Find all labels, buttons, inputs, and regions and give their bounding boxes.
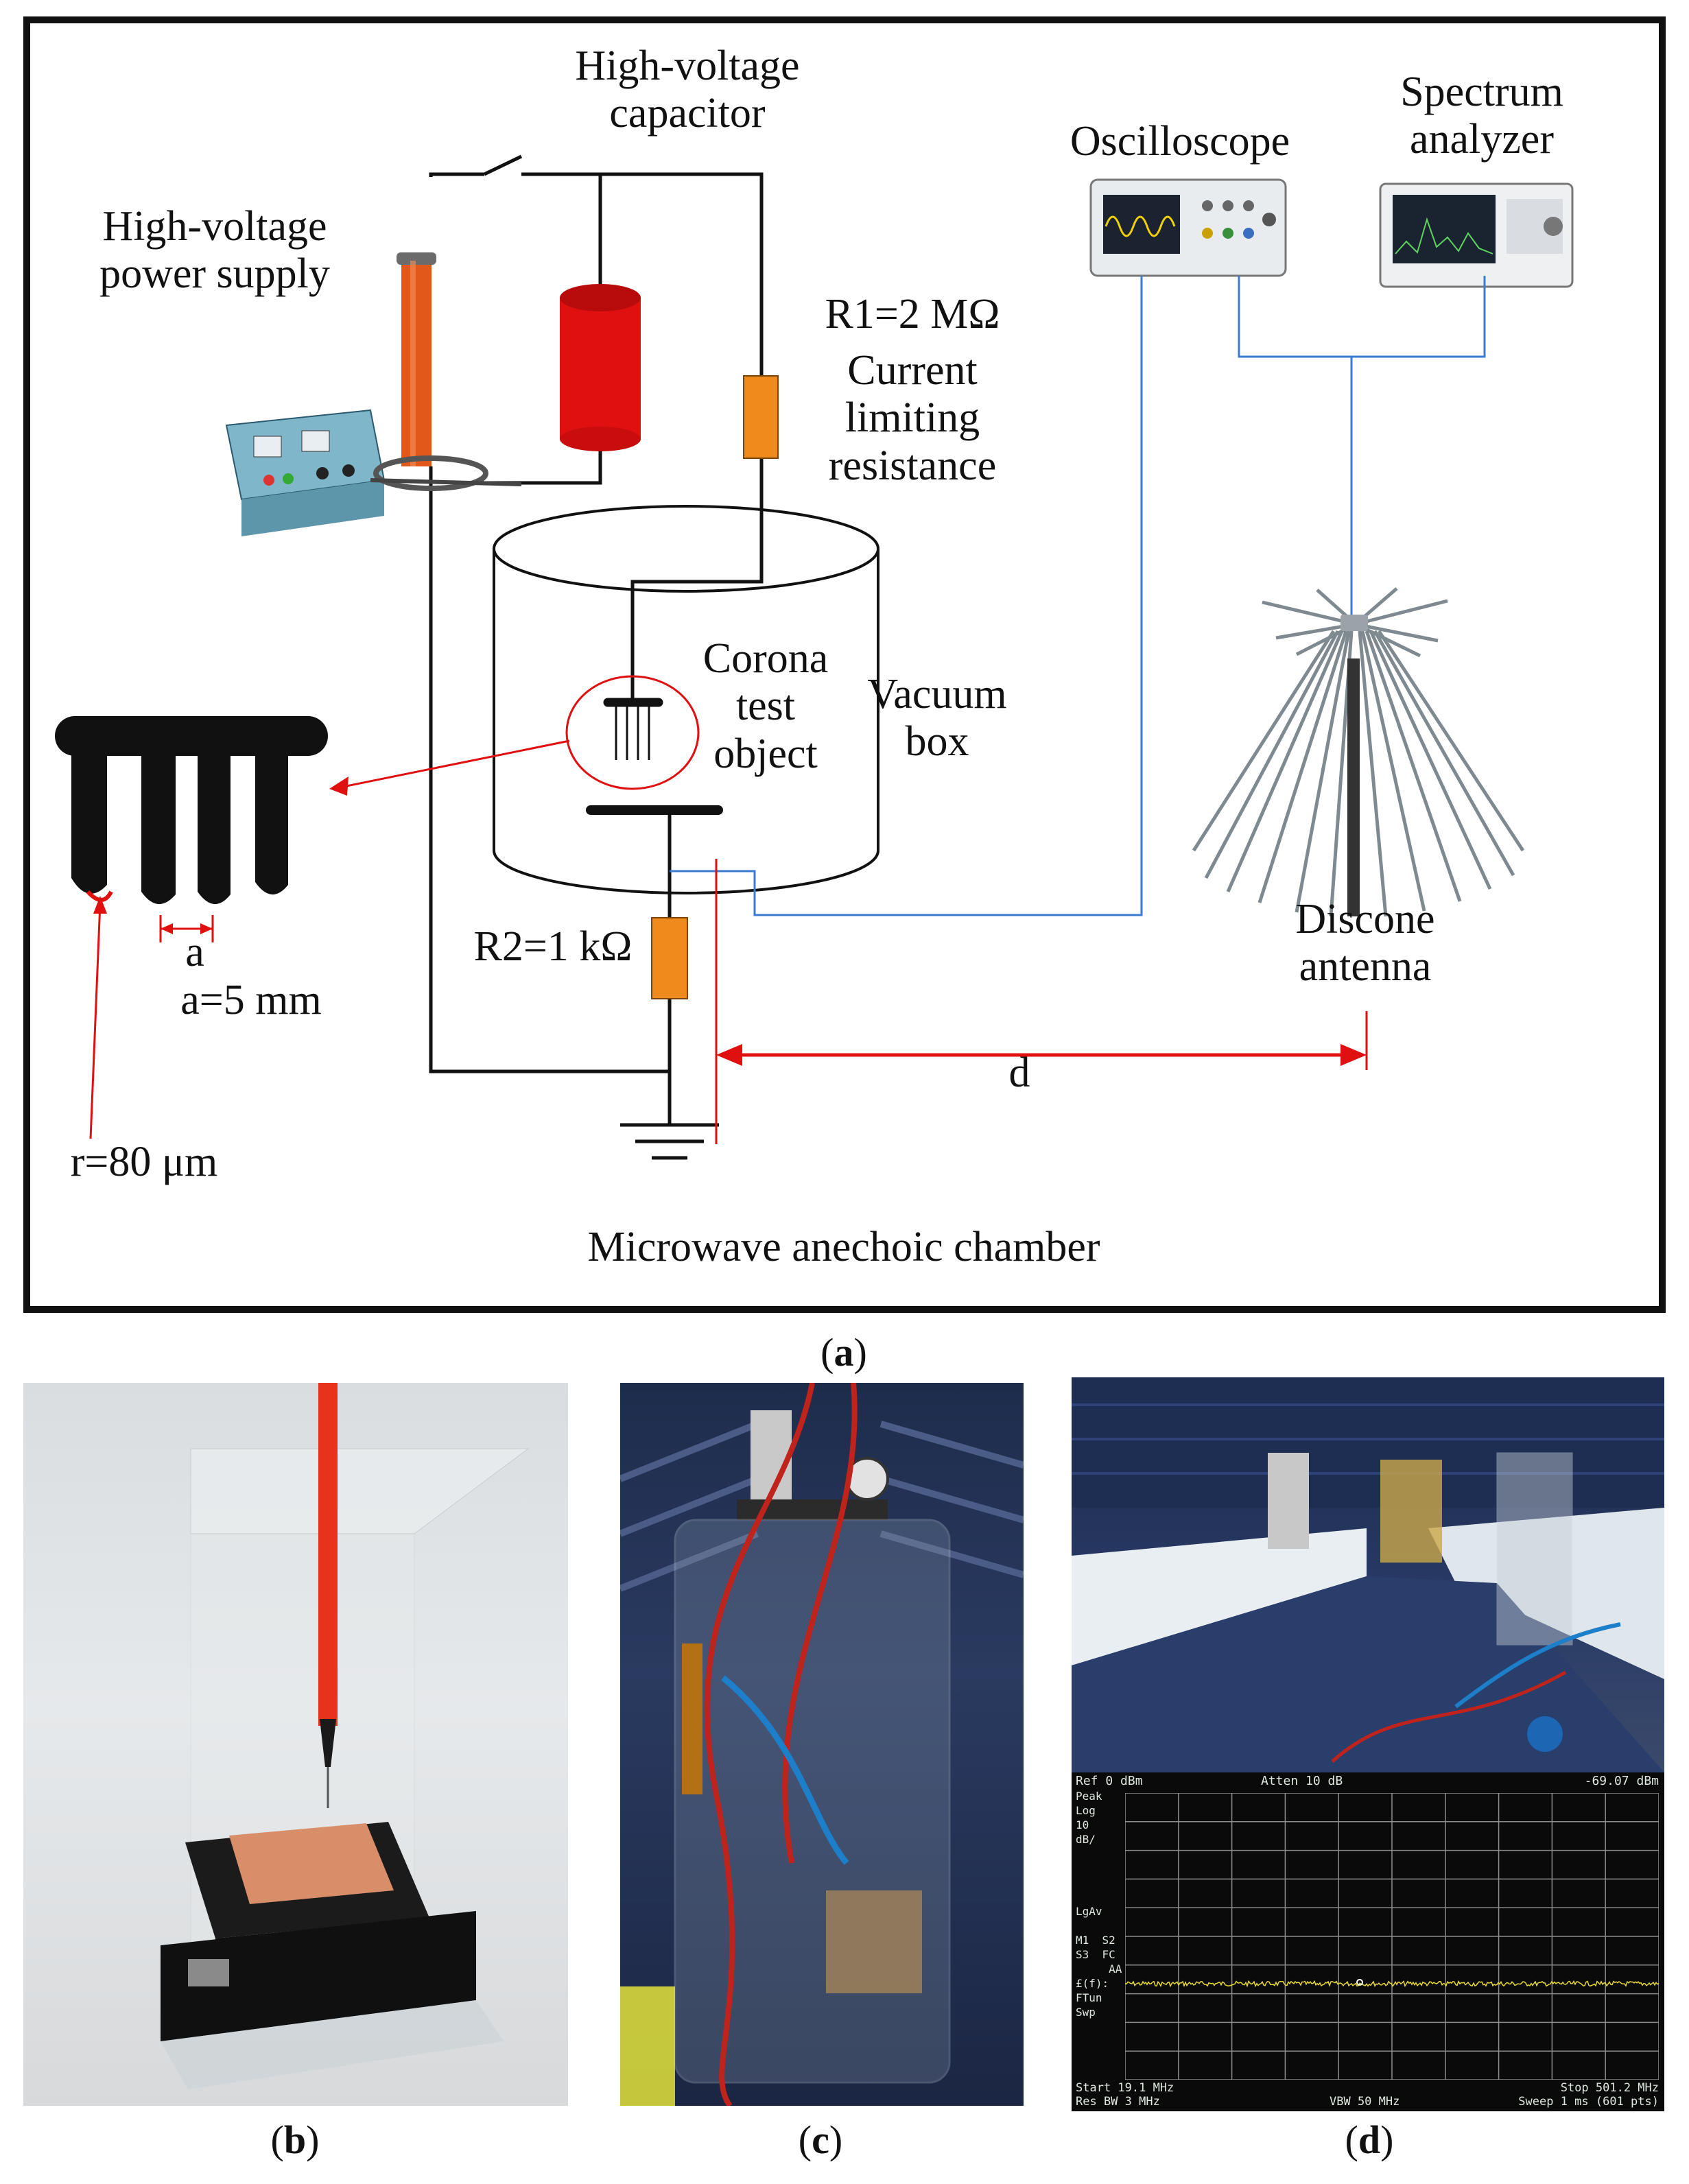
r2-resistor <box>651 917 688 999</box>
label-spacing-value: a=5 mm <box>180 977 322 1023</box>
wire-top <box>429 172 484 177</box>
label-discone-antenna: Discone antenna <box>1295 896 1435 990</box>
label-oscilloscope: Oscilloscope <box>1070 118 1290 165</box>
spectrum-sweep: Sweep 1 ms (601 pts) <box>1518 2095 1659 2109</box>
spectrum-graticule <box>1125 1793 1659 2080</box>
vacuum-box-cylinder <box>493 505 879 894</box>
label-spacing-a: a <box>185 929 204 975</box>
label-spectrum-analyzer: Spectrum analyzer <box>1400 69 1563 163</box>
wire-ground-return <box>429 466 670 1073</box>
spectrum-ref-level: Ref 0 dBm <box>1076 1774 1143 1788</box>
chamber-illustration <box>1072 1377 1664 1772</box>
caption-c: (c) <box>798 2117 843 2162</box>
hv-power-supply-console <box>225 409 386 536</box>
ground-plate <box>586 805 723 815</box>
caption-d: (d) <box>1345 2117 1394 2162</box>
switch-blade <box>483 154 523 176</box>
marker-icon <box>1356 1978 1363 1986</box>
ground-symbol <box>620 1123 719 1160</box>
hv-capacitor-body <box>560 284 641 451</box>
discone-hub <box>1340 615 1368 631</box>
label-tip-radius: r=80 μm <box>70 1139 218 1185</box>
hv-power-supply-column <box>370 252 522 491</box>
spectrum-attenuation: Atten 10 dB <box>1261 1774 1343 1788</box>
spectrum-res-bw: Res BW 3 MHz <box>1076 2095 1160 2109</box>
label-r2: R2=1 kΩ <box>473 923 633 970</box>
fixture-illustration <box>161 1383 530 2089</box>
comb-electrode-detail <box>55 716 328 905</box>
corona-callout-circle <box>565 675 700 790</box>
circuit-wires <box>429 154 764 1125</box>
vacuum-box-illustration <box>620 1383 1024 2106</box>
wire-top-right <box>521 172 764 376</box>
wire-r1-to-box <box>630 458 764 700</box>
photo-d-anechoic-chamber <box>1072 1377 1664 1772</box>
label-r1: R1=2 MΩ <box>825 291 1000 337</box>
discone-mast <box>1347 658 1360 916</box>
r1-resistor <box>743 375 779 459</box>
spectrum-vbw: VBW 50 MHz <box>1330 2095 1400 2109</box>
spectrum-side-panel: Peak Log 10 dB/ LgAv M1 S2 S3 FC AA £(f)… <box>1076 1790 1122 2019</box>
corona-electrode <box>603 698 663 760</box>
label-hv-capacitor: High-voltage capacitor <box>575 43 800 137</box>
schematic-panel <box>23 16 1666 1313</box>
label-r1-description: Current limiting resistance <box>828 347 997 489</box>
label-distance-d: d <box>1008 1049 1030 1096</box>
spectrum-trace <box>1125 1980 1659 1988</box>
label-anechoic-chamber: Microwave anechoic chamber <box>587 1224 1100 1270</box>
spectrum-stop-freq: Stop 501.2 MHz <box>1560 2081 1659 2095</box>
spectrum-start-freq: Start 19.1 MHz <box>1076 2081 1174 2095</box>
caption-a: (a) <box>820 1330 867 1375</box>
photo-b-electrode-fixture <box>23 1383 568 2106</box>
schematic-drawing <box>55 154 1574 1160</box>
corona-callout-arrowhead <box>329 776 349 796</box>
label-corona-test-object: Corona test object <box>702 635 829 777</box>
label-hv-power-supply: High-voltage power supply <box>99 203 330 298</box>
spectrum-marker-readout: -69.07 dBm <box>1584 1774 1659 1788</box>
distance-marker <box>715 859 1368 1144</box>
label-vacuum-box: Vacuum box <box>867 671 1007 765</box>
spectrum-screen: Ref 0 dBm Atten 10 dB -69.07 dBm Peak Lo… <box>1072 1772 1664 2111</box>
radius-leader-line <box>89 902 102 1139</box>
caption-b: (b) <box>270 2117 320 2162</box>
oscilloscope-device <box>1089 178 1287 277</box>
corona-callout-arrow <box>339 739 570 789</box>
photo-c-vacuum-box <box>620 1383 1024 2106</box>
signal-lines <box>670 276 1486 916</box>
discone-antenna <box>1192 587 1525 917</box>
spectrum-analyzer-device <box>1379 182 1574 288</box>
